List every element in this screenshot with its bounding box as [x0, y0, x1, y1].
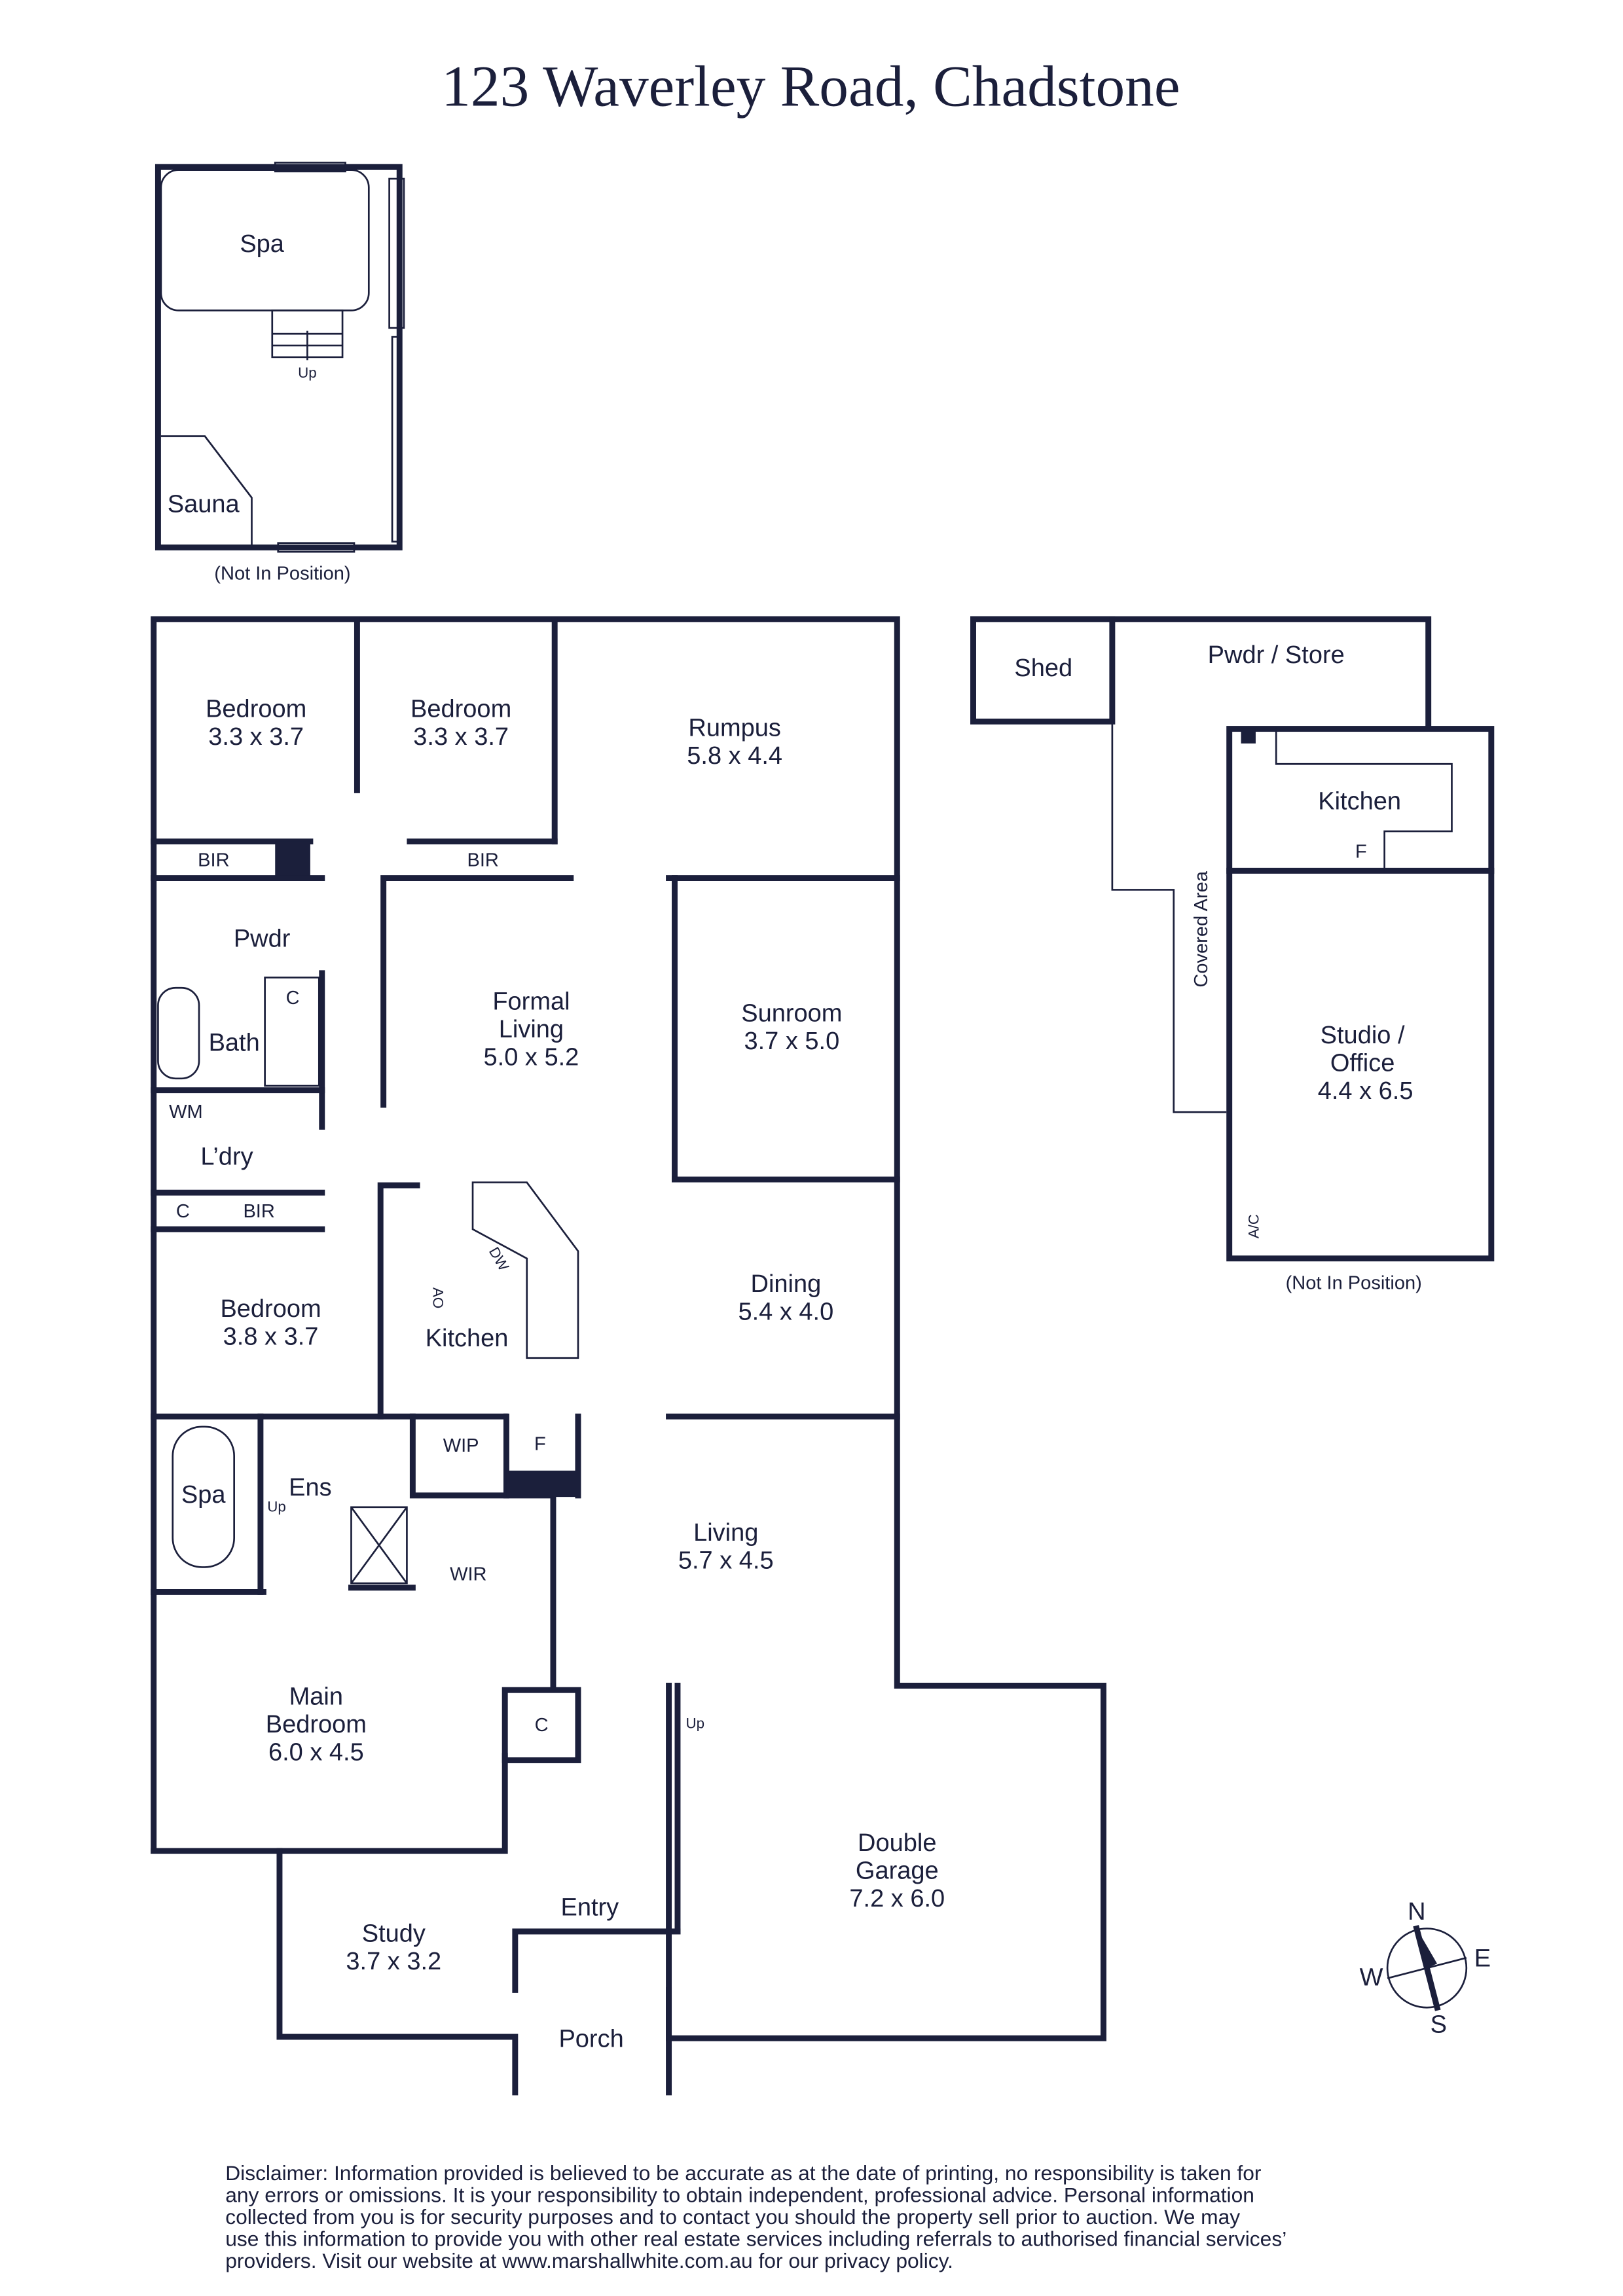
- page-title: 123 Waverley Road, Chadstone: [441, 54, 1180, 118]
- room-pwdr-store: Pwdr / Store: [1208, 641, 1345, 669]
- room-wm: WM: [169, 1102, 203, 1122]
- up-label: Up: [298, 365, 317, 381]
- room-c-3: C: [535, 1715, 549, 1736]
- room-main-bedroom-dim: 6.0 x 4.5: [268, 1738, 364, 1766]
- room-bedroom-1: Bedroom: [206, 696, 306, 723]
- room-study: Study: [362, 1920, 426, 1948]
- not-in-position-note: (Not In Position): [214, 564, 350, 584]
- room-double-garage-dim: 7.2 x 6.0: [849, 1885, 945, 1912]
- compass-east: E: [1474, 1945, 1491, 1973]
- room-main-bedroom: Main: [289, 1683, 343, 1711]
- main-house-walls: [151, 616, 1106, 2096]
- spa-label: Spa: [240, 230, 284, 258]
- plan-label: use this information to provide you with…: [225, 2227, 1286, 2251]
- outbuilding-spa-sauna: Spa Up Sauna (Not In Position): [155, 162, 405, 584]
- room-c-1: C: [286, 988, 300, 1009]
- room-shed: Shed: [1014, 655, 1072, 682]
- plan-label: Garage: [856, 1857, 939, 1885]
- room-bir-2: BIR: [467, 850, 498, 871]
- room-bir-1: BIR: [198, 850, 229, 871]
- up-label-garage: Up: [686, 1715, 705, 1731]
- room-bedroom-2: Bedroom: [410, 696, 511, 723]
- room-bedroom-2-dim: 3.3 x 3.7: [413, 723, 509, 751]
- room-bedroom-3: Bedroom: [220, 1295, 321, 1323]
- compass: N E S W: [1360, 1898, 1491, 2038]
- ac-label: A/C: [1245, 1214, 1262, 1238]
- room-ensuite: Ens: [289, 1474, 331, 1501]
- room-bedroom-1-dim: 3.3 x 3.7: [208, 723, 304, 751]
- studio-block: Shed Pwdr / Store Kitchen F Covered Area…: [970, 616, 1495, 1294]
- fridge-label: F: [534, 1434, 546, 1455]
- room-porch: Porch: [558, 2026, 623, 2053]
- plan-label: any errors or omissions. It is your resp…: [225, 2183, 1254, 2207]
- room-ens-spa: Spa: [181, 1481, 226, 1509]
- plan-label: Office: [1330, 1050, 1395, 1077]
- room-dining: Dining: [751, 1270, 822, 1298]
- up-label-ens: Up: [267, 1498, 286, 1515]
- studio-not-in-position-note: (Not In Position): [1286, 1273, 1422, 1294]
- room-bath: Bath: [209, 1029, 260, 1056]
- room-sunroom: Sunroom: [741, 1000, 842, 1028]
- room-living-dim: 5.7 x 4.5: [678, 1547, 774, 1575]
- room-studio-office-dim: 4.4 x 6.5: [1318, 1077, 1413, 1105]
- room-pwdr: Pwdr: [234, 925, 291, 953]
- plan-label: Disclaimer: Information provided is beli…: [225, 2161, 1262, 2185]
- disclaimer: Disclaimer: Information provided is beli…: [225, 2161, 1286, 2272]
- room-formal-living-dim: 5.0 x 5.2: [484, 1044, 579, 1071]
- compass-north: N: [1408, 1898, 1425, 1926]
- plan-label: providers. Visit our website at www.mars…: [225, 2249, 953, 2272]
- room-bedroom-3-dim: 3.8 x 3.7: [223, 1323, 319, 1351]
- room-laundry: L’dry: [200, 1143, 253, 1171]
- room-dining-dim: 5.4 x 4.0: [738, 1299, 833, 1326]
- room-study-dim: 3.7 x 3.2: [346, 1948, 441, 1975]
- room-formal-living: Formal: [492, 988, 570, 1016]
- room-c-2: C: [176, 1201, 190, 1222]
- compass-west: W: [1360, 1964, 1383, 1992]
- room-rumpus-dim: 5.8 x 4.4: [687, 742, 782, 770]
- room-entry: Entry: [560, 1893, 619, 1921]
- room-wip: WIP: [443, 1435, 479, 1456]
- room-double-garage: Double: [858, 1829, 936, 1857]
- plan-label: collected from you is for security purpo…: [225, 2205, 1240, 2229]
- room-living: Living: [693, 1519, 758, 1547]
- room-rumpus: Rumpus: [688, 715, 781, 742]
- plan-label: Bedroom: [266, 1711, 367, 1738]
- compass-south: S: [1431, 2011, 1447, 2038]
- room-wir: WIR: [450, 1564, 486, 1585]
- sauna-label: Sauna: [168, 491, 240, 518]
- room-studio-office: Studio /: [1321, 1022, 1405, 1049]
- covered-area-label: Covered Area: [1191, 870, 1212, 987]
- room-studio-kitchen: Kitchen: [1318, 788, 1401, 816]
- room-kitchen: Kitchen: [426, 1325, 509, 1352]
- room-bir-3: BIR: [243, 1201, 274, 1222]
- room-sunroom-dim: 3.7 x 5.0: [744, 1028, 839, 1055]
- plan-label: Living: [499, 1016, 564, 1043]
- studio-fridge-label: F: [1355, 841, 1367, 862]
- oven-label: AO: [430, 1287, 447, 1308]
